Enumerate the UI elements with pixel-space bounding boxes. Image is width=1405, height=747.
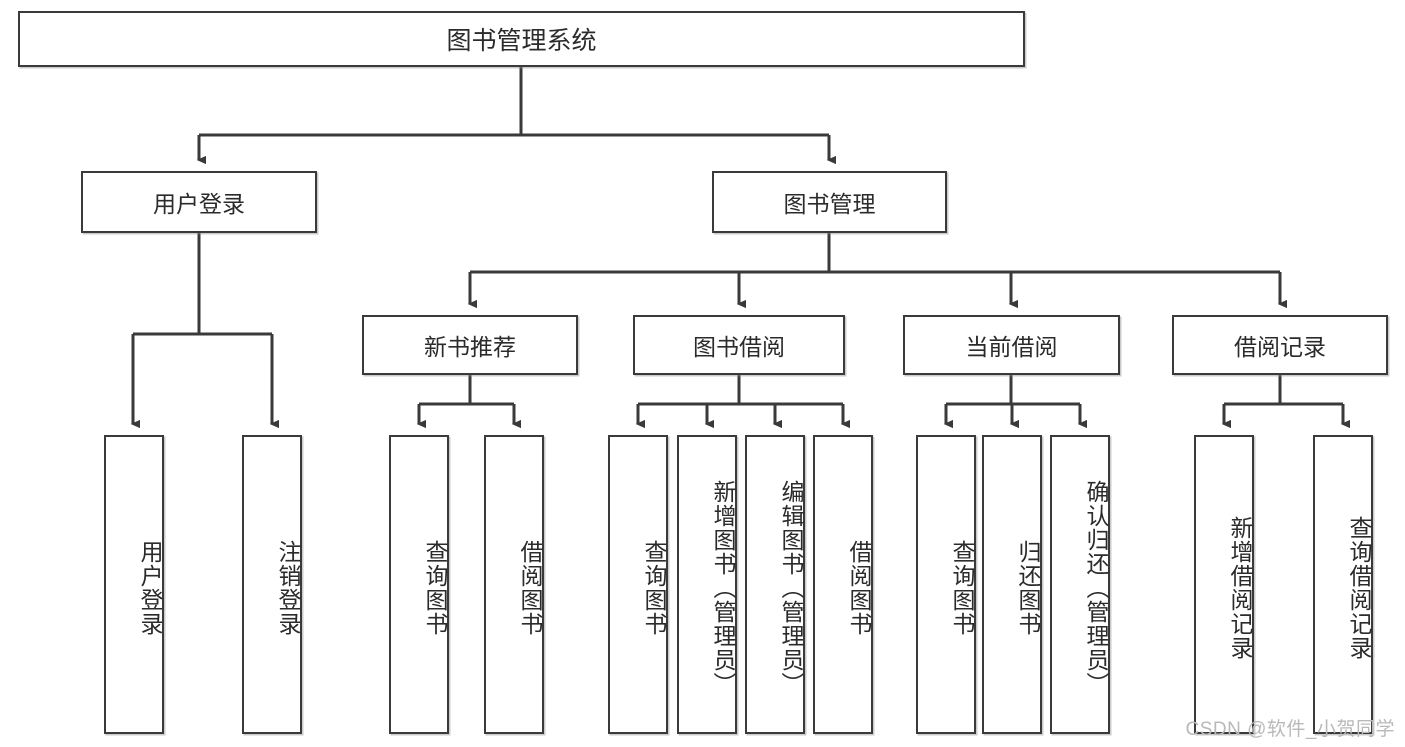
leaf-borrow-book-recommend[interactable]: 借阅图书 <box>484 435 544 734</box>
leaf-query-book-borrow[interactable]: 查询图书 <box>608 435 668 734</box>
node-label: 当前借阅 <box>965 334 1058 360</box>
leaf-user-login[interactable]: 用户登录 <box>104 435 164 734</box>
node-label: 查询图书 <box>949 539 975 636</box>
node-borrow-record[interactable]: 借阅记录 <box>1172 315 1388 375</box>
leaf-query-book-current[interactable]: 查询图书 <box>916 435 976 734</box>
node-user-login[interactable]: 用户登录 <box>81 171 317 233</box>
node-label: 查询图书 <box>641 539 667 636</box>
node-label: 借阅图书 <box>846 539 872 636</box>
leaf-return-book[interactable]: 归还图书 <box>982 435 1042 734</box>
node-label: 用户登录 <box>153 191 245 217</box>
node-label: 图书管理系统 <box>446 27 597 55</box>
node-current-borrow[interactable]: 当前借阅 <box>903 315 1120 375</box>
node-label: 借阅记录 <box>1234 334 1326 360</box>
leaf-query-book-recommend[interactable]: 查询图书 <box>389 435 449 734</box>
node-label: 查询图书 <box>422 539 448 636</box>
leaf-logout[interactable]: 注销登录 <box>242 435 302 734</box>
node-label: 借阅图书 <box>517 539 543 636</box>
leaf-borrow-book[interactable]: 借阅图书 <box>813 435 873 734</box>
leaf-add-borrow-record[interactable]: 新增借阅记录 <box>1194 435 1254 734</box>
node-label: 用户登录 <box>137 539 163 636</box>
watermark-text: CSDN @软件_小贺同学 <box>1185 719 1395 740</box>
leaf-add-book-admin[interactable]: 新增图书（管理员） <box>677 435 737 734</box>
leaf-query-borrow-record[interactable]: 查询借阅记录 <box>1313 435 1373 734</box>
leaf-edit-book-admin[interactable]: 编辑图书（管理员） <box>745 435 805 734</box>
node-label: 新增借阅记录 <box>1227 515 1253 660</box>
node-book-management[interactable]: 图书管理 <box>712 171 947 233</box>
node-label: 新书推荐 <box>424 334 516 360</box>
node-root-book-management-system[interactable]: 图书管理系统 <box>18 11 1025 67</box>
leaf-confirm-return-admin[interactable]: 确认归还（管理员） <box>1050 435 1110 734</box>
node-label: 确认归还（管理员） <box>1083 479 1109 696</box>
node-label: 编辑图书（管理员） <box>778 479 804 696</box>
node-label: 图书借阅 <box>693 334 785 360</box>
node-label: 图书管理 <box>783 191 876 217</box>
node-label: 归还图书 <box>1015 539 1041 636</box>
node-label: 查询借阅记录 <box>1346 515 1372 660</box>
node-label: 新增图书（管理员） <box>710 479 736 696</box>
node-label: 注销登录 <box>275 539 301 636</box>
node-new-book-recommend[interactable]: 新书推荐 <box>362 315 578 375</box>
node-book-borrow[interactable]: 图书借阅 <box>633 315 845 375</box>
